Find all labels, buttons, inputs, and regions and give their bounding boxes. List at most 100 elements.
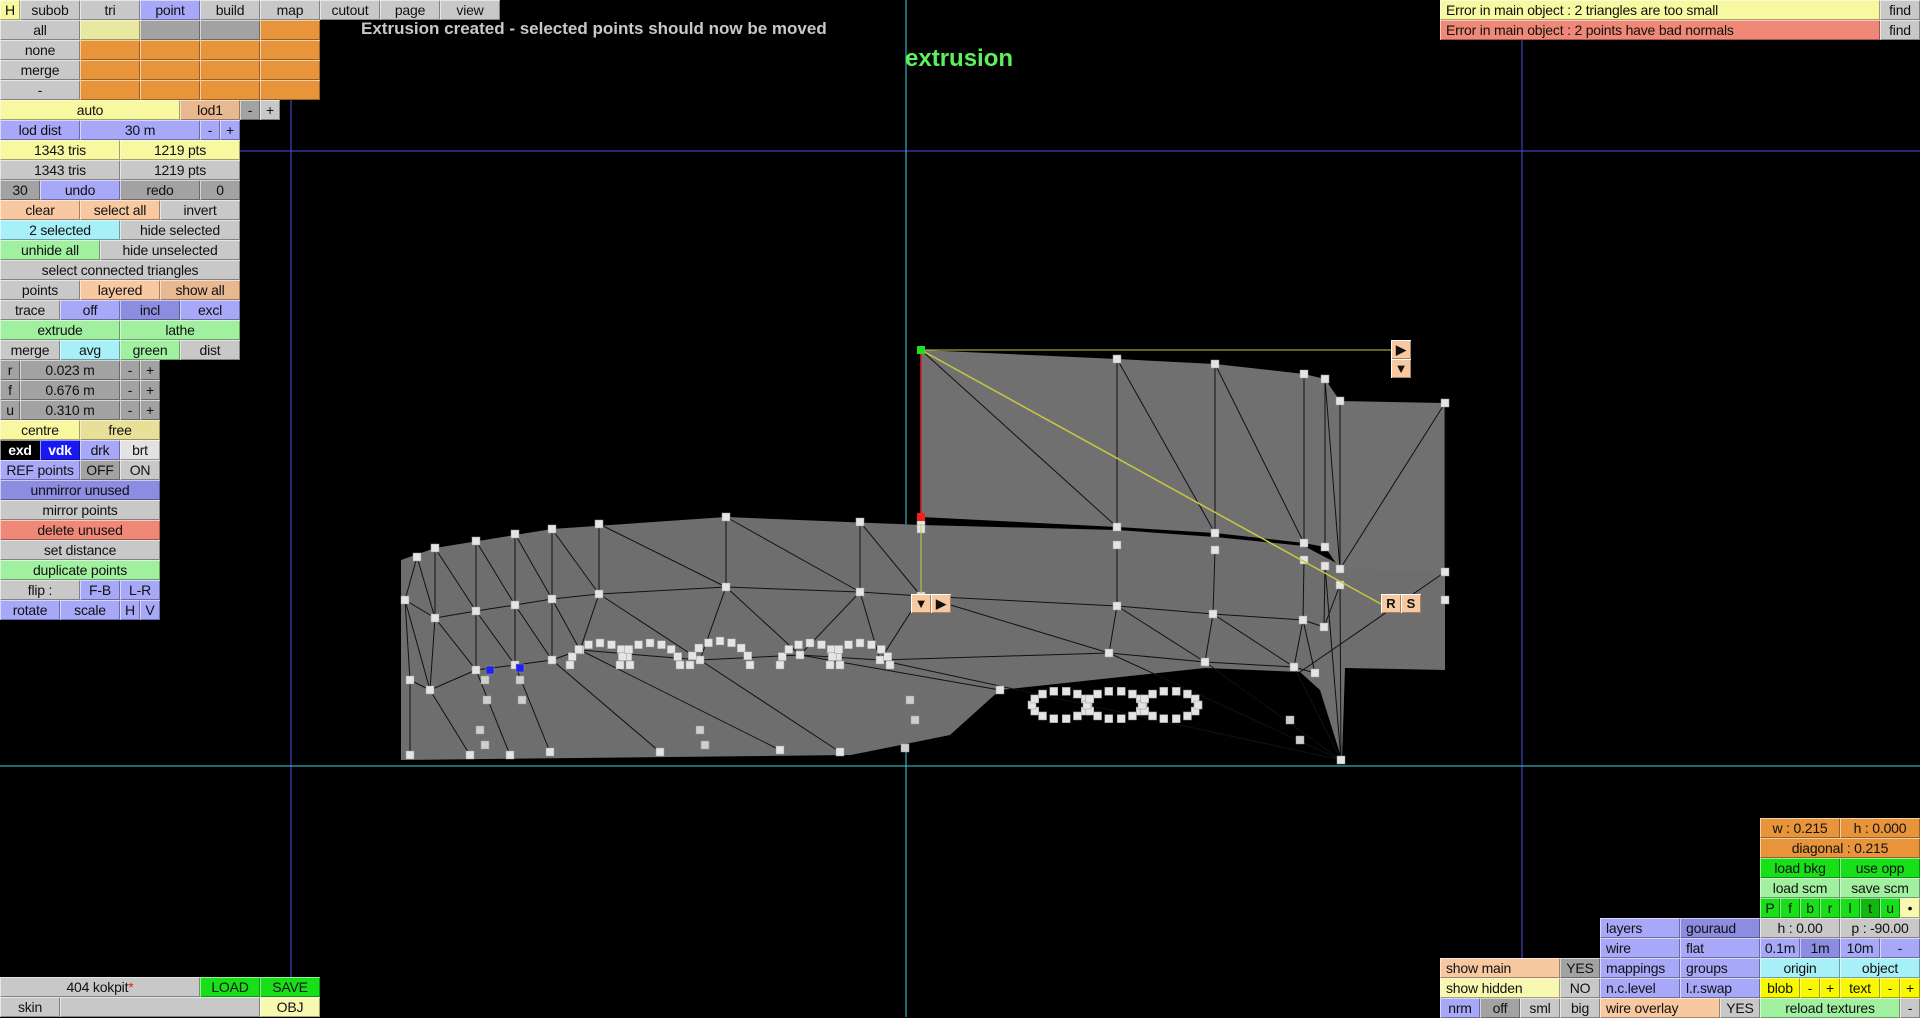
normals-big-button[interactable]: big [1560, 998, 1600, 1018]
select-cell[interactable] [140, 20, 200, 40]
view-t-button[interactable]: t [1860, 898, 1880, 918]
mirror-points-button[interactable]: mirror points [0, 500, 160, 520]
vertex-point[interactable] [883, 652, 892, 661]
groups-button[interactable]: groups [1680, 958, 1760, 978]
show-main-toggle[interactable]: YES [1560, 958, 1600, 978]
vertex-point[interactable] [695, 655, 705, 665]
layered-button[interactable]: layered [80, 280, 160, 300]
select-cell[interactable] [140, 60, 200, 80]
vertex-point[interactable] [855, 517, 865, 527]
vertex-point[interactable] [685, 660, 695, 670]
vertex-point[interactable] [594, 519, 604, 529]
vertex-point[interactable] [666, 645, 676, 654]
vertex-point[interactable] [1193, 700, 1203, 710]
vertex-point[interactable] [565, 660, 575, 670]
vertex-point[interactable] [1295, 735, 1305, 745]
vertex-point[interactable] [743, 651, 752, 661]
vertex-point[interactable] [1073, 711, 1082, 721]
vertex-point[interactable] [1061, 714, 1071, 723]
vertex-point[interactable] [1112, 522, 1122, 532]
vertex-point[interactable] [695, 725, 705, 735]
vertex-point[interactable] [480, 675, 490, 685]
lod-minus-button[interactable]: - [240, 100, 260, 120]
vertex-point[interactable] [618, 652, 627, 661]
vertex-point[interactable] [825, 660, 835, 670]
tab-tri[interactable]: tri [80, 0, 140, 20]
hide-selected-button[interactable]: hide selected [120, 220, 240, 240]
tab-page[interactable]: page [380, 0, 440, 20]
vertex-point[interactable] [425, 685, 435, 695]
vertex-point[interactable] [1210, 359, 1220, 369]
vertex-point[interactable] [1171, 687, 1181, 696]
select-cell[interactable] [260, 40, 320, 60]
clear-button[interactable]: clear [0, 200, 80, 220]
vertex-point[interactable] [1093, 711, 1102, 721]
select-connected-button[interactable]: select connected triangles [0, 260, 240, 280]
vertex-point[interactable] [1073, 689, 1082, 699]
vertex-point[interactable] [795, 650, 805, 660]
vertex-point[interactable] [1128, 711, 1137, 721]
shade-brt-button[interactable]: brt [120, 440, 160, 460]
vertex-point[interactable] [1148, 711, 1157, 721]
vertex-point[interactable] [634, 640, 643, 649]
vertex-point[interactable] [645, 638, 655, 648]
select-all-row[interactable]: all [0, 20, 80, 40]
select-all-button[interactable]: select all [80, 200, 160, 220]
vertex-point[interactable] [875, 655, 885, 665]
load-scm-button[interactable]: load scm [1760, 878, 1840, 898]
vertex-point[interactable] [673, 652, 682, 661]
tab-h[interactable]: H [0, 0, 20, 20]
vertex-point[interactable] [1320, 374, 1330, 384]
vertex-point[interactable] [465, 750, 475, 760]
tab-subob[interactable]: subob [20, 0, 80, 20]
vertex-point[interactable] [471, 606, 481, 616]
rotate-handle[interactable]: R [1381, 594, 1401, 613]
blob-plus-button[interactable]: + [1820, 978, 1840, 998]
vertex-point[interactable] [1104, 687, 1114, 696]
vertex-point[interactable] [1116, 687, 1126, 696]
param-u-minus[interactable]: - [120, 400, 140, 420]
select-cell[interactable] [140, 40, 200, 60]
lod-dist-plus[interactable]: + [220, 120, 240, 140]
tab-view[interactable]: view [440, 0, 500, 20]
param-f-plus[interactable]: + [140, 380, 160, 400]
wire-button[interactable]: wire [1600, 938, 1680, 958]
hide-unselected-button[interactable]: hide unselected [100, 240, 240, 260]
vertex-point[interactable] [1104, 714, 1114, 723]
vertex-point[interactable] [775, 660, 785, 670]
vertex-point[interactable] [547, 655, 557, 665]
load-button[interactable]: LOAD [200, 977, 260, 997]
vertex-point[interactable] [855, 638, 865, 648]
select-cell[interactable] [140, 80, 200, 100]
vertex-point[interactable] [995, 685, 1005, 695]
vertex-point[interactable] [694, 643, 704, 653]
gouraud-button[interactable]: gouraud [1680, 918, 1760, 938]
vertex-point[interactable] [515, 663, 525, 673]
tab-cutout[interactable]: cutout [320, 0, 380, 20]
blob-minus-button[interactable]: - [1800, 978, 1820, 998]
tab-point[interactable]: point [140, 0, 200, 20]
vertex-point[interactable] [475, 725, 485, 735]
select-cell[interactable] [260, 20, 320, 40]
vertex-point[interactable] [412, 552, 422, 562]
set-distance-button[interactable]: set distance [0, 540, 160, 560]
shade-vdk-button[interactable]: vdk [40, 440, 80, 460]
vertex-point[interactable] [545, 747, 555, 757]
vertex-point[interactable] [885, 660, 895, 670]
vertex-point[interactable] [1310, 668, 1320, 678]
vertex-point[interactable] [657, 640, 666, 649]
vertex-point[interactable] [736, 643, 746, 653]
vertex-point[interactable] [778, 652, 787, 661]
show-all-button[interactable]: show all [160, 280, 240, 300]
skin-field[interactable] [60, 997, 260, 1017]
vertex-point[interactable] [844, 640, 853, 649]
lr-swap-button[interactable]: l.r.swap [1680, 978, 1760, 998]
vertex-point[interactable] [482, 695, 492, 705]
view-dot-button[interactable]: • [1900, 898, 1920, 918]
vertex-point[interactable] [1093, 689, 1102, 699]
delete-unused-button[interactable]: delete unused [0, 520, 160, 540]
lod-level[interactable]: lod1 [180, 100, 240, 120]
vertex-point[interactable] [805, 638, 815, 648]
normals-off-button[interactable]: off [1480, 998, 1520, 1018]
free-button[interactable]: free [80, 420, 160, 440]
